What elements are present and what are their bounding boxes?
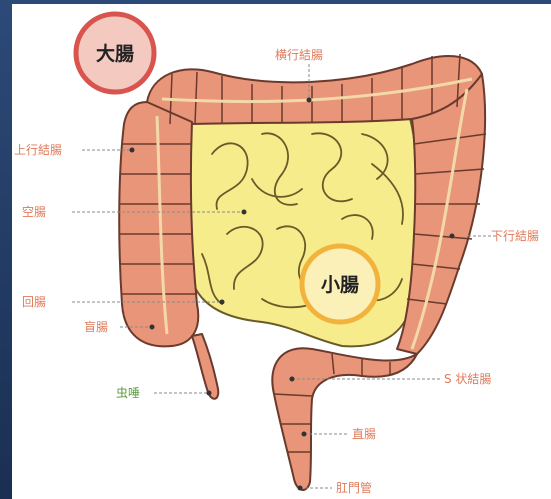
rectum-label: 直腸 <box>352 427 376 441</box>
window-left-edge <box>0 0 12 499</box>
large-intestine-label: 大腸 <box>96 42 134 65</box>
diagram-canvas: 大腸 小腸 横行結腸 上行結腸 空腸 下行結腸 回腸 盲腸 S 状結腸 直腸 肛… <box>12 4 551 499</box>
ileum-label: 回腸 <box>22 295 46 309</box>
sigmoid-rectum-shape <box>272 348 417 490</box>
appendix-shape <box>192 334 218 399</box>
jejunum-label: 空腸 <box>22 205 46 219</box>
large-intestine-badge: 大腸 <box>76 14 154 92</box>
appendix-label: 虫唾 <box>116 386 140 400</box>
descending-colon-label: 下行結腸 <box>491 229 539 243</box>
transverse-colon-label: 横行結腸 <box>275 48 323 62</box>
intestine-diagram: 大腸 小腸 横行結腸 上行結腸 空腸 下行結腸 回腸 盲腸 S 状結腸 直腸 肛… <box>12 4 551 499</box>
cecum-label: 盲腸 <box>84 319 108 334</box>
small-intestine-label: 小腸 <box>321 274 359 296</box>
ascending-colon-label: 上行結腸 <box>14 143 62 157</box>
anal-canal-label: 肛門管 <box>336 480 372 495</box>
sigmoid-colon-label: S 状結腸 <box>444 372 491 386</box>
small-intestine-badge: 小腸 <box>302 246 378 322</box>
small-intestine <box>183 104 418 347</box>
